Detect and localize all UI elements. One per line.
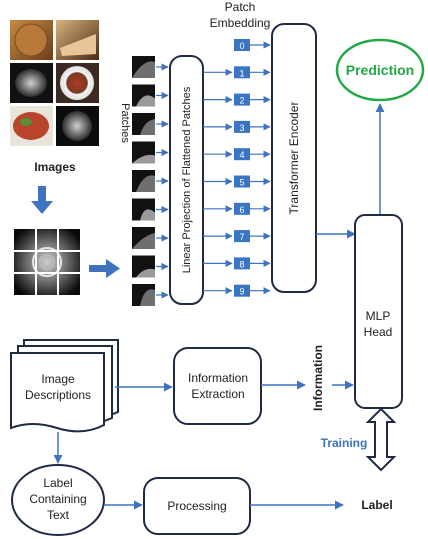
information-extraction-label-line1: Information [188,371,248,385]
transformer-encoder-box [271,23,317,293]
label-containing-text-ellipse [11,464,105,536]
embedding-token [234,257,250,270]
patches-label: Patches [119,103,131,143]
linear-projection-box [169,55,204,305]
mlp-head-label-line2: Head [364,325,393,339]
embedding-index-label: 0 [239,41,244,51]
embedding-token [234,93,250,106]
patch-thumbnail [132,227,155,249]
patch-embedding-rows: 0 1 2 3 4 5 6 7 8 9 [203,39,271,297]
split-image-grid [14,229,80,295]
embedding-index-label: 3 [239,123,244,133]
embedding-token [234,230,250,243]
information-label: Information [311,345,325,411]
embedding-index-label: 1 [239,68,244,78]
embedding-token [234,175,250,188]
embedding-index-label: 7 [239,232,244,242]
right-arrow-icon [89,259,120,278]
training-label: Training [321,436,368,450]
patch-thumbnail [132,56,155,78]
linear-projection-label: Linear Projection of Flattened Patches [181,86,193,273]
image-descriptions-label-line1: Image [41,372,75,386]
patch-embedding-label-line2: Embedding [210,16,271,30]
embedding-index-label: 6 [239,205,244,215]
patch-thumbnail [132,255,155,278]
patch-thumbnail [132,198,155,221]
mlp-head-box [354,214,403,409]
processing-label: Processing [167,499,226,513]
label-output-label: Label [361,498,392,512]
label-containing-label-line3: Text [47,508,70,522]
embedding-token [234,66,250,79]
embedding-token [234,202,250,215]
patch-thumbnail [132,113,155,135]
mlp-head-label-line1: MLP [366,309,391,323]
patch-embedding-label-line1: Patch [225,0,256,14]
prediction-label: Prediction [346,62,414,78]
embedding-token [234,120,250,133]
embedding-index-label: 5 [239,178,244,188]
patch-thumbnail [132,84,155,107]
label-containing-label-line1: Label [43,476,72,490]
input-images-thumbnails [10,20,99,146]
information-extraction-box [173,347,262,425]
patch-thumbnail [132,284,155,306]
down-arrow-icon [31,186,53,214]
image-descriptions-label-line2: Descriptions [25,388,91,402]
processing-box [143,477,251,535]
training-double-arrow-icon [365,407,397,472]
information-extraction-label-line2: Extraction [191,387,244,401]
embedding-index-label: 4 [239,150,244,160]
embedding-token [234,148,250,161]
embedding-index-label: 2 [239,96,244,106]
embedding-token [234,39,250,51]
patch-thumbnail [132,170,155,192]
transformer-encoder-label: Transformer Encoder [287,102,301,215]
images-label: Images [34,160,76,174]
patch-thumbnail [132,141,155,164]
embedding-index-label: 8 [239,259,244,269]
embedding-token [234,284,250,297]
patch-thumbnail-column [132,56,169,306]
prediction-ellipse [335,38,425,102]
image-descriptions-document [10,339,119,433]
label-containing-label-line2: Containing [29,492,86,506]
embedding-index-label: 9 [239,287,244,297]
